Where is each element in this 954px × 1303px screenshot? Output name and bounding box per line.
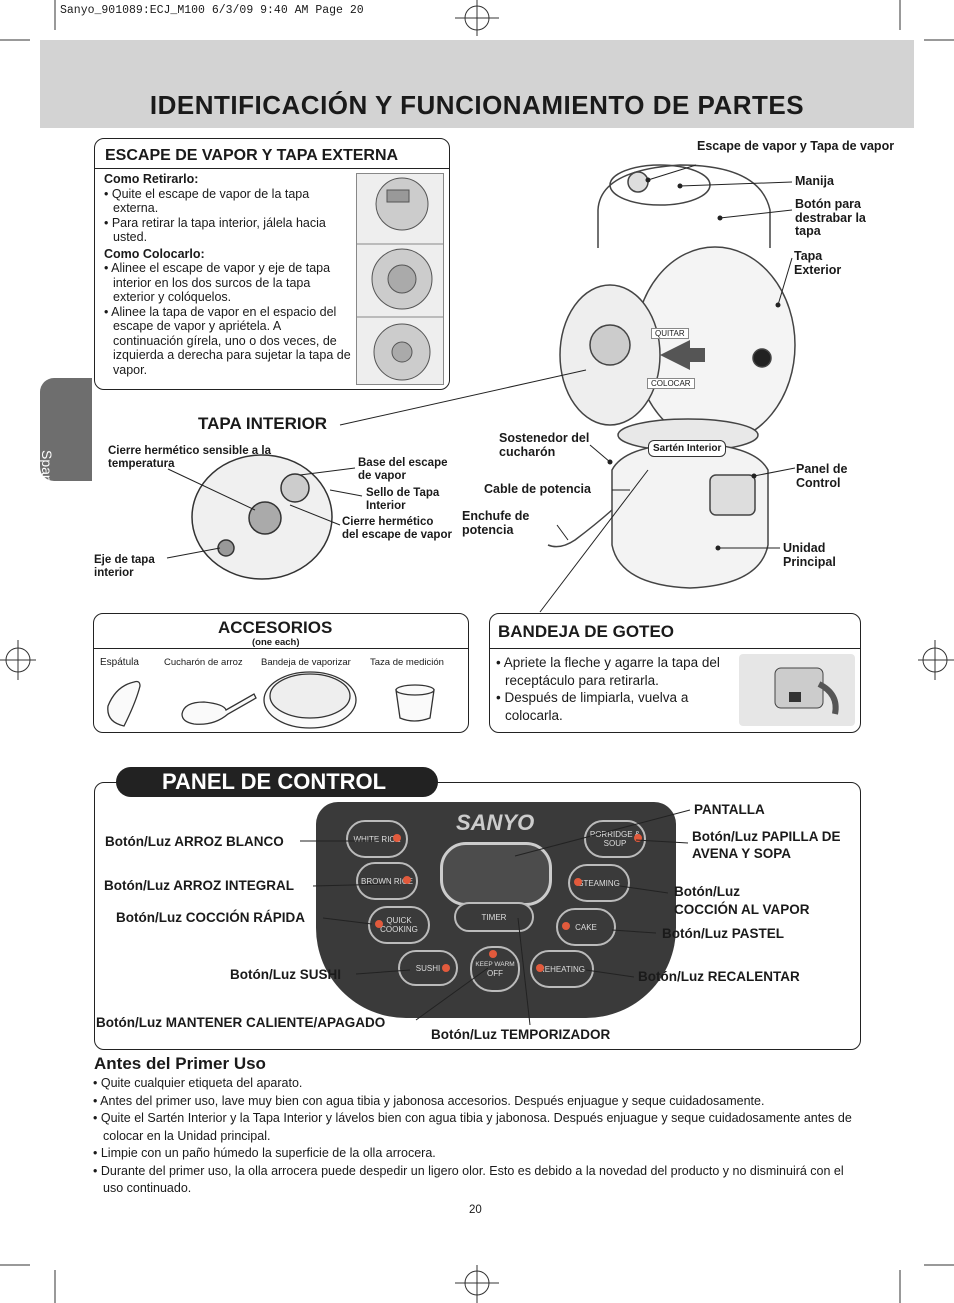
- sushi-light: [442, 964, 450, 972]
- accessory-measuring-cup: Taza de medición: [370, 657, 444, 668]
- page-title: IDENTIFICACIÓN Y FUNCIONAMIENTO DE PARTE…: [149, 90, 805, 120]
- label-unlock-button: Botón para destrabar la tapa: [795, 197, 866, 238]
- label-place-tag: COLOCAR: [647, 378, 695, 389]
- label-white-rice: Botón/Luz ARROZ BLANCO: [105, 834, 284, 849]
- control-panel-heading: PANEL DE CONTROL: [116, 767, 438, 797]
- label-steaming-a: Botón/Luz: [674, 884, 740, 899]
- accessory-spatula: Espátula: [100, 657, 139, 668]
- label-vent-seal: Cierre hermético del escape de vapor: [342, 516, 452, 541]
- drip-tray-item: • Apriete la fleche y agarre la tapa del…: [496, 655, 720, 688]
- quick-cooking-light: [375, 920, 383, 928]
- remove-item: • Quite el escape de vapor de la tapa ex…: [104, 186, 310, 216]
- label-handle: Manija: [795, 174, 834, 188]
- label-outer-lid: Tapa Exterior: [794, 249, 842, 277]
- drip-tray-instructions: • Apriete la fleche y agarre la tapa del…: [496, 654, 736, 724]
- steam-vent-box: ESCAPE DE VAPOR Y TAPA EXTERNA Como Reti…: [94, 138, 450, 390]
- label-lid-shaft: Eje de tapa interior: [94, 554, 155, 579]
- place-heading: Como Colocarlo:: [104, 246, 205, 261]
- label-remove-tag: QUITAR: [651, 328, 689, 339]
- brown-rice-light: [403, 876, 411, 884]
- drip-tray-title: BANDEJA DE GOTEO: [498, 622, 675, 641]
- label-control-panel: Panel de Control: [796, 462, 848, 490]
- steam-vent-photos: [356, 173, 444, 385]
- label-reheating: Botón/Luz RECALENTAR: [638, 969, 800, 984]
- drip-tray-photo: [739, 654, 855, 726]
- label-display: PANTALLA: [694, 802, 765, 817]
- steaming-light: [574, 878, 582, 886]
- language-side-tab: Spanish: [39, 378, 92, 501]
- first-use-title: Antes del Primer Uso: [94, 1054, 266, 1073]
- label-main-unit: Unidad Principal: [783, 541, 836, 569]
- first-use-item: • Durante del primer uso, la olla arroce…: [93, 1163, 844, 1196]
- cake-light: [562, 922, 570, 930]
- place-item: • Alinee la tapa de vapor en el espacio …: [104, 304, 351, 377]
- accessory-steam-tray: Bandeja de vaporizar: [261, 657, 351, 668]
- remove-item: • Para retirar la tapa interior, jálela …: [104, 215, 326, 245]
- first-use-item: • Quite el Sartén Interior y la Tapa Int…: [93, 1111, 852, 1143]
- steaming-button[interactable]: STEAMING: [568, 864, 630, 902]
- reheating-light: [536, 964, 544, 972]
- label-keep-warm: Botón/Luz MANTENER CALIENTE/APAGADO: [96, 1015, 386, 1030]
- place-item: • Alinee el escape de vapor y eje de tap…: [104, 261, 331, 304]
- accessories-title: ACCESORIOS: [218, 618, 333, 637]
- keep-warm-light: [489, 950, 497, 958]
- label-vent-base: Base del escape de vapor: [358, 457, 448, 482]
- label-power-plug: Enchufe de potencia: [462, 509, 530, 537]
- label-lid-seal: Sello de Tapa Interior: [366, 487, 440, 512]
- label-steaming-b: COCCIÓN AL VAPOR: [674, 902, 810, 917]
- steam-vent-title: ESCAPE DE VAPOR Y TAPA EXTERNA: [105, 147, 399, 164]
- first-use-list: • Quite cualquier etiqueta del aparato. …: [93, 1075, 863, 1198]
- white-rice-light: [393, 834, 401, 842]
- off-label: OFF: [487, 969, 503, 978]
- label-temp-seal: Cierre hermético sensible a la temperatu…: [108, 445, 271, 470]
- title-banner: IDENTIFICACIÓN Y FUNCIONAMIENTO DE PARTE…: [40, 40, 914, 128]
- control-panel-title: PANEL DE CONTROL: [162, 769, 387, 794]
- first-use-item: • Antes del primer uso, lave muy bien co…: [93, 1093, 765, 1108]
- print-slug: Sanyo_901089:ECJ_M100 6/3/09 9:40 AM Pag…: [60, 4, 364, 17]
- inner-lid-title: TAPA INTERIOR: [198, 414, 328, 433]
- label-ladle-holder: Sostenedor del cucharón: [499, 431, 590, 459]
- accessories-subtitle: (one each): [252, 637, 300, 648]
- first-use-item: • Limpie con un paño húmedo la superfici…: [93, 1146, 436, 1160]
- label-quick-cooking: Botón/Luz COCCIÓN RÁPIDA: [116, 910, 305, 925]
- keep-warm-label: KEEP WARM: [475, 961, 515, 968]
- page-number: 20: [469, 1204, 482, 1216]
- label-porridge: Botón/Luz PAPILLA DE AVENA Y SOPA: [692, 829, 841, 861]
- porridge-light: [634, 834, 642, 842]
- control-panel-graphic: SANYO WHITE RICE BROWN RICE QUICK COOKIN…: [316, 802, 676, 1018]
- label-steam-cap: Escape de vapor y Tapa de vapor: [697, 139, 895, 153]
- label-cake: Botón/Luz PASTEL: [662, 926, 784, 941]
- brand-logo: SANYO: [456, 810, 535, 835]
- steam-vent-instructions: Como Retirarlo: • Quite el escape de vap…: [104, 172, 352, 377]
- first-use-item: • Quite cualquier etiqueta del aparato.: [93, 1076, 303, 1090]
- remove-heading: Como Retirarlo:: [104, 172, 199, 186]
- accessory-drawings: [107, 671, 435, 729]
- label-sushi: Botón/Luz SUSHI: [230, 967, 341, 982]
- timer-button[interactable]: TIMER: [454, 902, 534, 932]
- accessories-box: ACCESORIOS (one each) Espátula Cucharón …: [93, 613, 469, 733]
- quick-cooking-button[interactable]: QUICK COOKING: [368, 906, 430, 944]
- label-power-cord: Cable de potencia: [484, 482, 591, 496]
- drip-tray-item: • Después de limpiarla, vuelva a colocar…: [496, 690, 689, 723]
- drip-tray-box: BANDEJA DE GOTEO • Apriete la fleche y a…: [489, 613, 861, 733]
- label-brown-rice: Botón/Luz ARROZ INTEGRAL: [104, 878, 294, 893]
- label-timer: Botón/Luz TEMPORIZADOR: [431, 1027, 611, 1042]
- accessory-ladle: Cucharón de arroz: [164, 657, 243, 668]
- label-inner-pot: Sartén Interior: [648, 440, 727, 457]
